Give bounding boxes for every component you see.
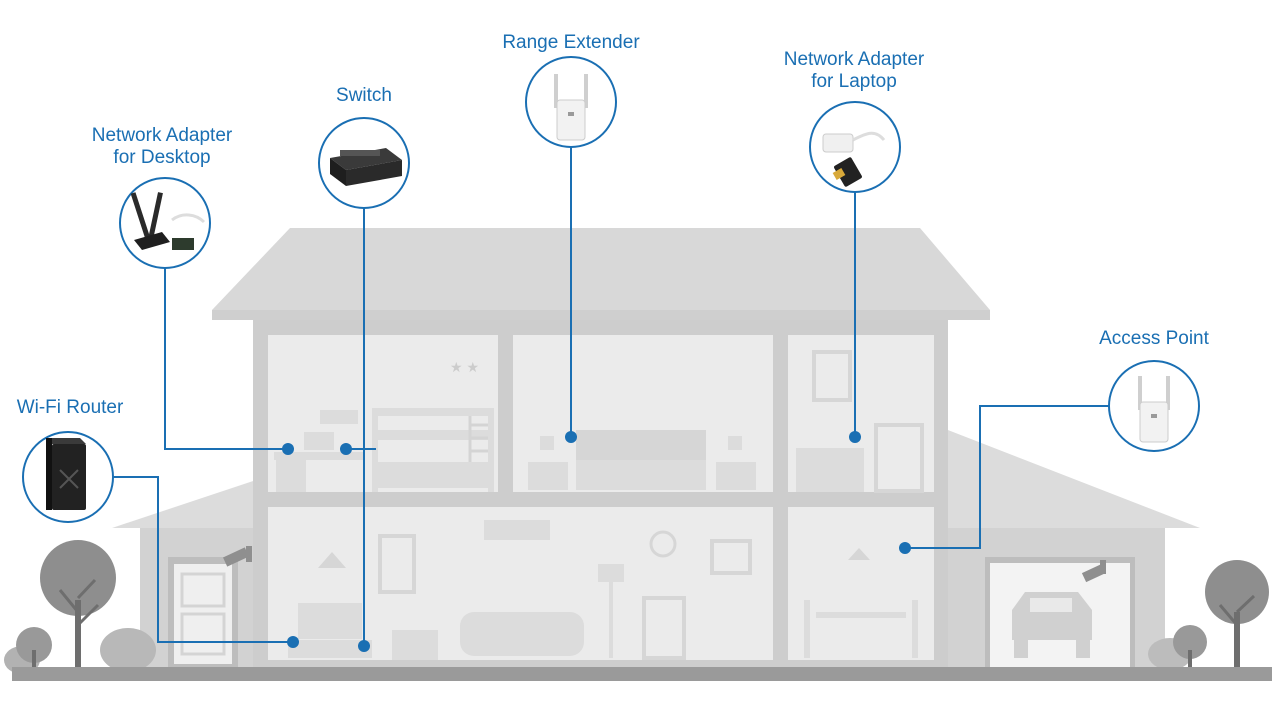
range-extender-badge[interactable] — [525, 56, 617, 148]
desktop-adapter-line — [164, 268, 288, 450]
svg-text:★ ★: ★ ★ — [450, 359, 479, 375]
switch-label: Switch — [336, 85, 392, 106]
desktop-adapter-label-line2: for Desktop — [113, 147, 211, 168]
pcie-adapter-icon — [130, 192, 206, 250]
car-icon — [1012, 592, 1092, 658]
furniture: ★ ★ — [274, 350, 924, 660]
access-point-line — [905, 405, 1110, 549]
tree-right — [1148, 560, 1269, 670]
laptop-adapter-label: Network Adapter for Laptop — [754, 49, 954, 93]
wifi-router-icon — [46, 438, 86, 510]
range-extender-icon — [554, 74, 588, 141]
laptop-adapter-badge[interactable] — [809, 101, 901, 193]
garage — [935, 425, 1200, 668]
range-extender-label: Range Extender — [502, 32, 640, 53]
usb-adapter-icon — [822, 131, 886, 187]
laptop-adapter-label-line1: Network Adapter — [783, 49, 925, 70]
laptop-adapter-label-line2: for Laptop — [811, 71, 897, 92]
ground — [12, 667, 1272, 681]
tree-left — [4, 540, 156, 674]
security-camera-icon — [1081, 560, 1107, 583]
desktop-adapter-label: Network Adapter for Desktop — [62, 125, 262, 169]
desktop-adapter-badge[interactable] — [119, 177, 211, 269]
wifi-router-badge[interactable] — [22, 431, 114, 523]
left-annex — [112, 476, 268, 668]
router-line — [113, 476, 293, 643]
connection-points — [282, 431, 911, 652]
desktop-adapter-label-line1: Network Adapter — [91, 125, 233, 146]
access-point-label: Access Point — [1099, 328, 1209, 349]
network-switch-icon — [330, 148, 402, 186]
wifi-router-label: Wi-Fi Router — [16, 397, 124, 418]
switch-badge[interactable] — [318, 117, 410, 209]
access-point-icon — [1138, 376, 1170, 443]
security-camera-icon — [223, 546, 252, 567]
access-point-badge[interactable] — [1108, 360, 1200, 452]
